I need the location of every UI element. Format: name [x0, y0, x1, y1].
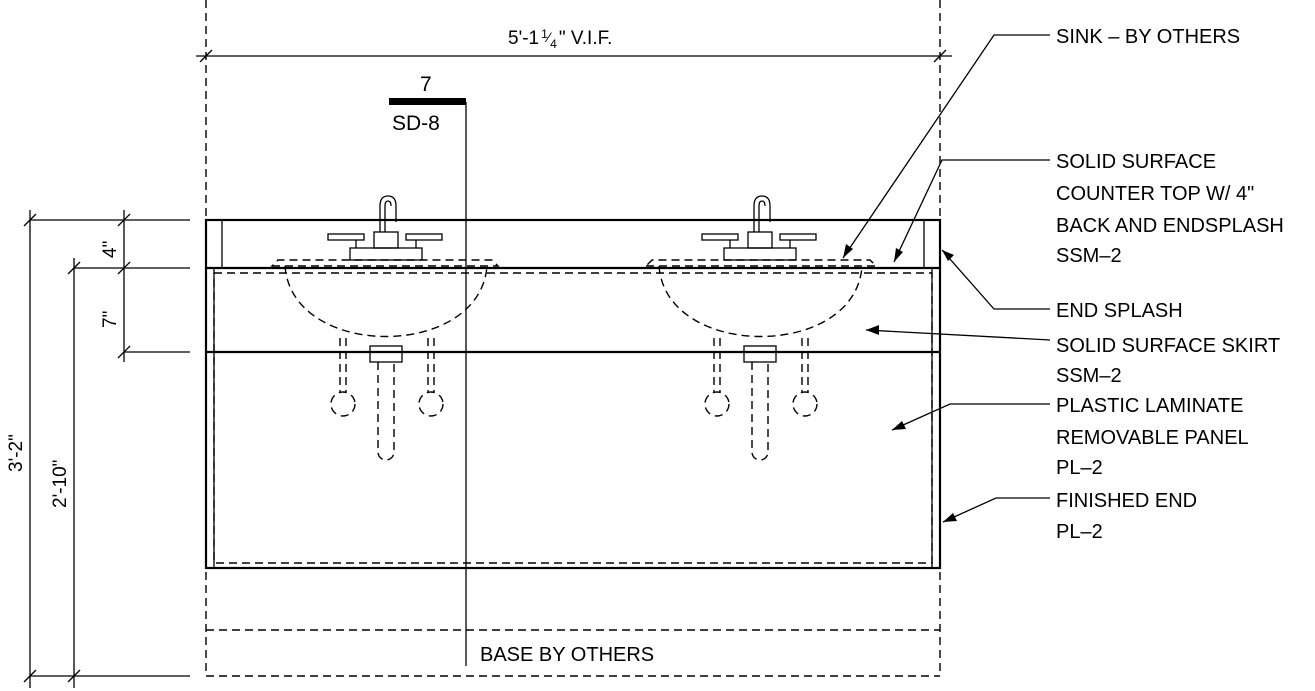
height-dimensions: 3'-2" 2'-10" 4" 7" — [6, 210, 190, 688]
base-label: BASE BY OTHERS — [480, 644, 654, 666]
sink-right — [644, 195, 878, 461]
section-sheet: SD-8 — [392, 112, 440, 135]
backsplash-height-label: 4" — [100, 241, 121, 258]
counter-height-label: 2'-10" — [50, 460, 71, 508]
sink-left — [270, 195, 500, 461]
panel-callout: PLASTIC LAMINATE REMOVABLE PANEL PL–2 — [1056, 395, 1253, 479]
skirt-callout: SOLID SURFACE SKIRT SSM–2 — [1056, 335, 1285, 387]
callout-notes: SINK – BY OTHERS SOLID SURFACE COUNTER T… — [1056, 26, 1289, 543]
overall-height-label: 3'-2" — [6, 434, 27, 472]
end-splash-callout: END SPLASH — [1056, 300, 1183, 322]
sink-callout: SINK – BY OTHERS — [1056, 26, 1240, 48]
leader-lines — [842, 34, 1051, 523]
vanity-cabinet — [204, 218, 942, 570]
section-number: 7 — [420, 73, 432, 96]
finished-end-callout: FINISHED END PL–2 — [1056, 490, 1203, 543]
counter-top-callout: SOLID SURFACE COUNTER TOP W/ 4" BACK AND… — [1056, 151, 1289, 267]
skirt-height-label: 7" — [100, 311, 121, 328]
section-marker: 7 SD-8 — [389, 73, 467, 666]
